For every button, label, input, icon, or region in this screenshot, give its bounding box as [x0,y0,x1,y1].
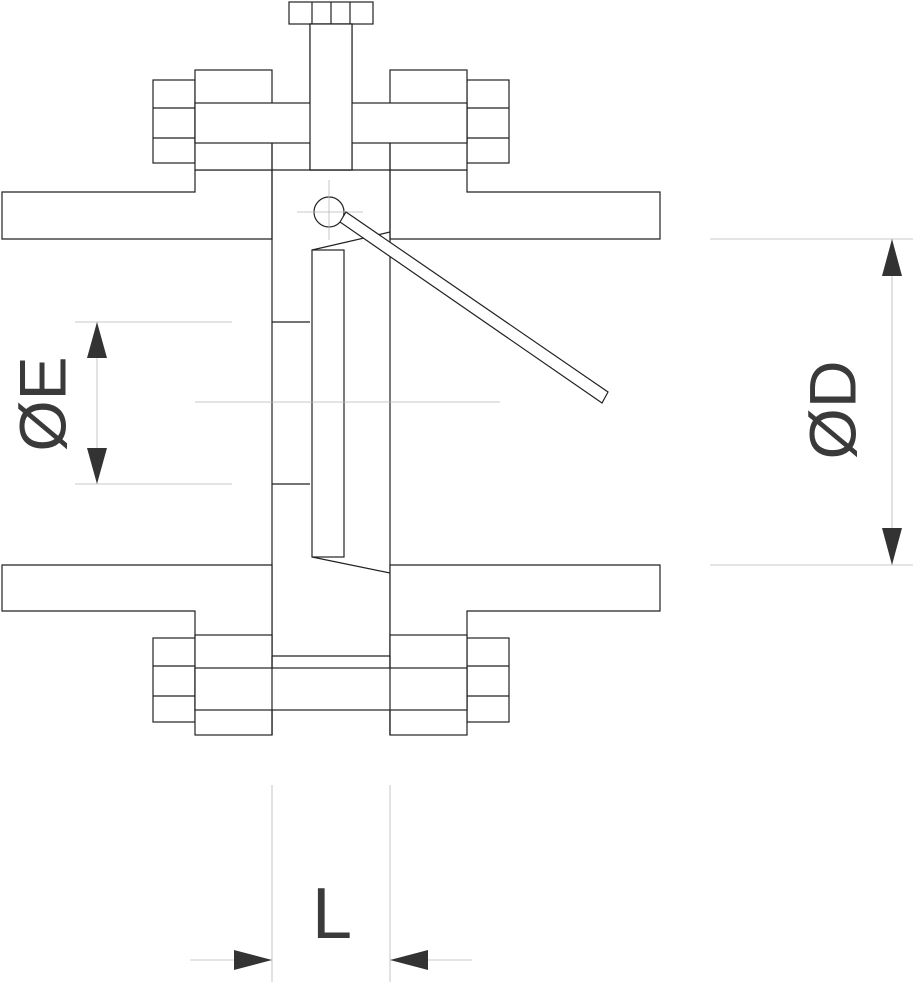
dimension-d: ØD [710,238,913,566]
closed-disc [311,231,391,574]
dimension-l-label: L [312,874,352,954]
dimension-l: L [190,785,472,982]
dimension-d-label: ØD [795,361,869,460]
dimension-e-arrow-bottom [87,448,107,484]
hinge-pin [297,180,363,240]
dimension-d-arrow-bottom [882,528,902,565]
dimension-e-arrow-top [87,322,107,358]
disc-plate [311,249,345,558]
lower-right-hex-nut [466,637,510,723]
upper-right-hex-nut [466,79,510,164]
upper-right-flange [389,169,661,240]
open-disc-arm [339,211,609,404]
dimension-e: ØE [5,321,232,485]
lower-bolt-shank [194,667,468,711]
dimension-d-arrow-top [882,239,902,276]
dimension-l-arrow-right [390,950,428,970]
upper-left-hex-nut [152,79,196,164]
dimension-e-label: ØE [5,356,79,451]
upper-left-flange [1,169,273,240]
top-bolt-stem-cover [309,23,353,171]
dimension-l-arrow-left [234,950,272,970]
lower-left-hex-nut [152,637,196,723]
